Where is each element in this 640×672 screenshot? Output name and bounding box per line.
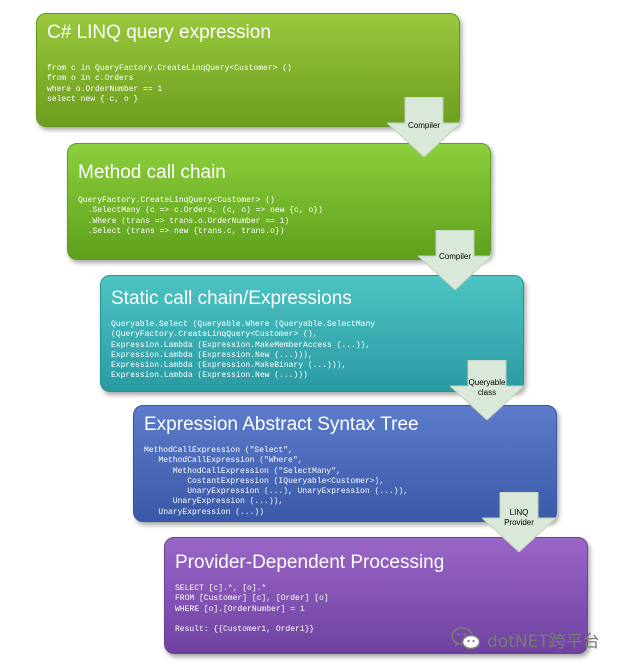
wechat-icon <box>451 627 481 650</box>
compiler-arrow: Compiler <box>387 97 461 157</box>
stage-code: MethodCallExpression ("Select", MethodCa… <box>144 446 409 517</box>
arrow-label: LINQ Provider <box>504 508 534 527</box>
compiler-arrow: Compiler <box>418 230 492 290</box>
stage-code: Queryable.Select (Queryable.Where (Query… <box>111 320 376 381</box>
stage-box-method-call-chain: Method call chain QueryFactory.CreateLin… <box>67 143 491 260</box>
down-arrow-icon <box>418 230 492 290</box>
arrow-label: Compiler <box>407 121 440 130</box>
stage-box-static-call-chain: Static call chain/Expressions Queryable.… <box>100 275 524 392</box>
stage-code: from c in QueryFactory.CreateLinqQuery<C… <box>47 64 292 104</box>
stage-title: Static call chain/Expressions <box>111 288 352 309</box>
stage-code: QueryFactory.CreateLinqQuery<Customer> (… <box>78 196 323 236</box>
stage-code: SELECT [c].*, [o].* FROM [Customer] [c],… <box>175 584 329 635</box>
down-arrow-icon <box>450 360 524 420</box>
stage-title: Method call chain <box>78 162 226 183</box>
arrow-label: Compiler <box>438 252 471 261</box>
watermark-text: dotNET跨平台 <box>487 631 600 652</box>
arrow-label: Queryable class <box>468 378 506 397</box>
linq-provider-arrow: LINQ Provider <box>482 492 556 552</box>
stage-title: C# LINQ query expression <box>47 22 271 43</box>
watermark: dotNET跨平台 <box>451 624 600 654</box>
stage-box-provider-processing: Provider-Dependent Processing SELECT [c]… <box>164 537 588 654</box>
queryable-class-arrow: Queryable class <box>450 360 524 420</box>
stage-box-expression-ast: Expression Abstract Syntax Tree MethodCa… <box>133 405 557 522</box>
stage-box-linq-query: C# LINQ query expression from c in Query… <box>36 13 460 127</box>
stage-title: Expression Abstract Syntax Tree <box>144 414 419 435</box>
down-arrow-icon <box>482 492 556 552</box>
down-arrow-icon <box>387 97 461 157</box>
stage-title: Provider-Dependent Processing <box>175 552 445 573</box>
